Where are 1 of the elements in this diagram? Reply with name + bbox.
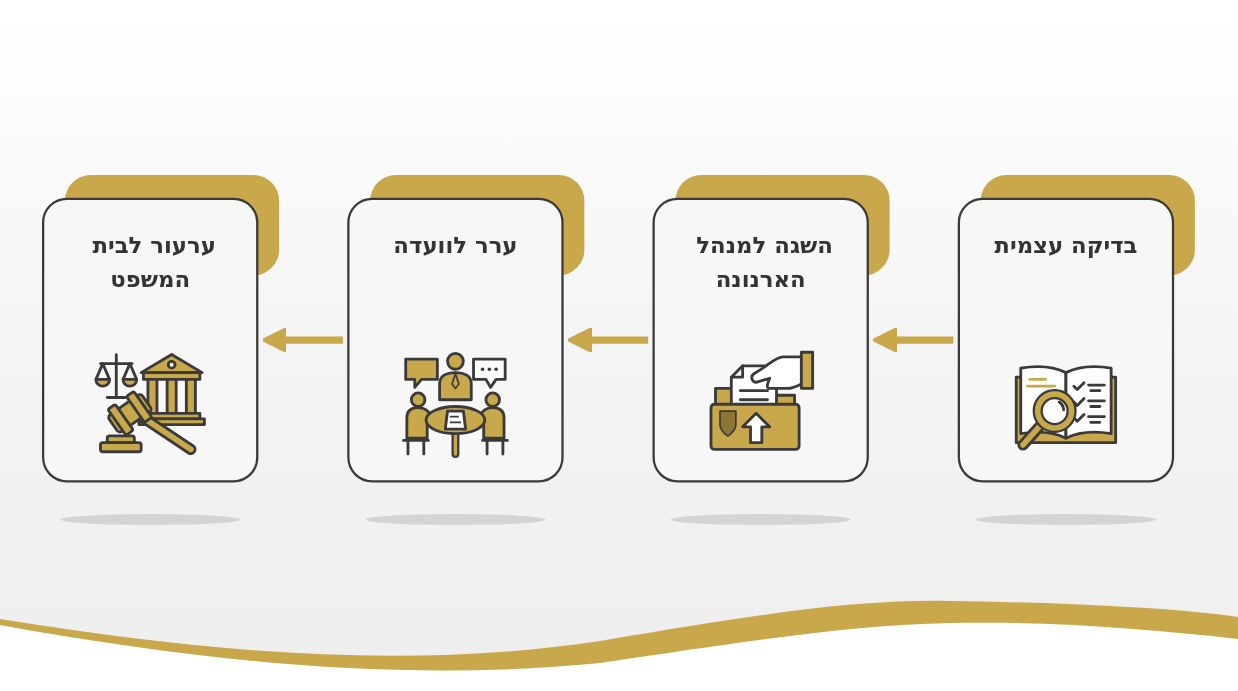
- arrow: [566, 326, 649, 353]
